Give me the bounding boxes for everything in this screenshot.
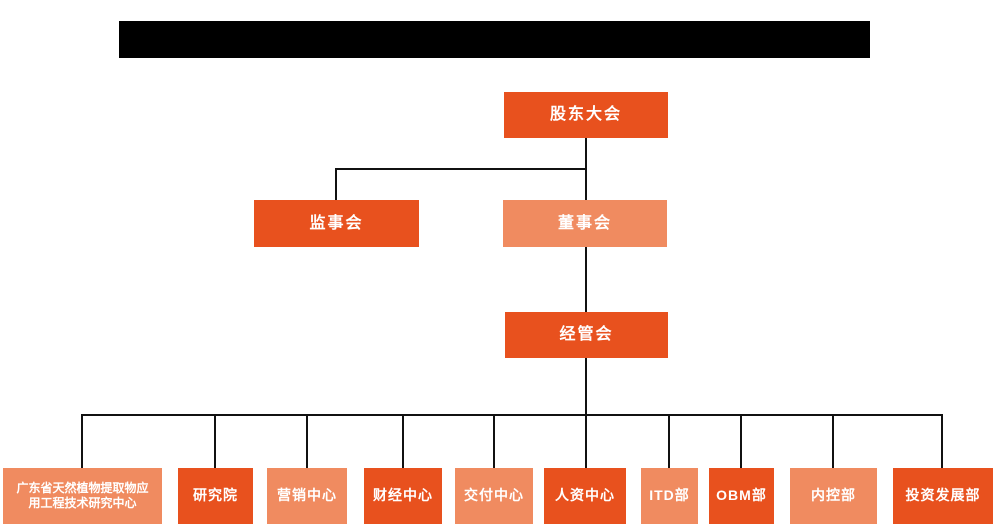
org-node-board-of-directors: 董事会 [503,200,667,247]
connector-dept-drop-9 [941,414,943,468]
org-node-finance-center: 财经中心 [364,468,442,524]
connector-dept-drop-4 [493,414,495,468]
org-node-research-institute: 研究院 [178,468,253,524]
connector-departments-horizontal [81,414,943,416]
org-node-research-center: 广东省天然植物提取物应 用工程技术研究中心 [3,468,162,524]
org-node-marketing-center: 营销中心 [267,468,347,524]
org-node-label: 投资发展部 [905,487,981,504]
org-node-itd-department: ITD部 [641,468,698,524]
title-redacted-bar [119,21,870,58]
org-node-internal-control-department: 内控部 [790,468,877,524]
org-node-delivery-center: 交付中心 [455,468,533,524]
org-node-label-line1: 广东省天然植物提取物应 [16,481,149,495]
org-node-label: 财经中心 [373,487,433,504]
org-node-label: 股东大会 [549,106,622,123]
org-node-label: 内控部 [811,487,856,504]
org-node-hr-center: 人资中心 [544,468,626,524]
org-node-label: OBM部 [716,487,767,504]
org-node-label: 广东省天然植物提取物应 用工程技术研究中心 [16,481,148,511]
org-node-label: 人资中心 [555,487,615,504]
org-node-label: 董事会 [557,214,612,232]
connector-dept-drop-1 [214,414,216,468]
connector-supervisory-drop [335,168,337,200]
org-node-label: 监事会 [309,214,364,232]
org-node-investment-development-department: 投资发展部 [893,468,993,524]
org-node-obm-department: OBM部 [709,468,774,524]
org-node-management-committee: 经管会 [505,312,668,358]
connector-dept-drop-8 [832,414,834,468]
org-node-label: 研究院 [193,487,238,504]
connector-dept-drop-7 [740,414,742,468]
connector-dept-drop-3 [402,414,404,468]
connector-root-down [585,138,587,170]
org-node-label: 营销中心 [277,487,337,504]
org-node-label: 经管会 [559,326,614,343]
connector-dept-drop-6 [668,414,670,468]
connector-dept-drop-2 [306,414,308,468]
connector-board-management [585,247,587,312]
connector-dept-drop-0 [81,414,83,468]
org-node-shareholders-meeting: 股东大会 [504,92,668,138]
org-node-label-line2: 用工程技术研究中心 [28,496,137,510]
org-node-label: ITD部 [649,487,690,504]
connector-management-down [585,358,587,468]
connector-level1-horizontal [335,168,587,170]
org-node-label: 交付中心 [464,487,524,504]
org-node-supervisory-board: 监事会 [254,200,419,247]
connector-board-drop [585,168,587,200]
